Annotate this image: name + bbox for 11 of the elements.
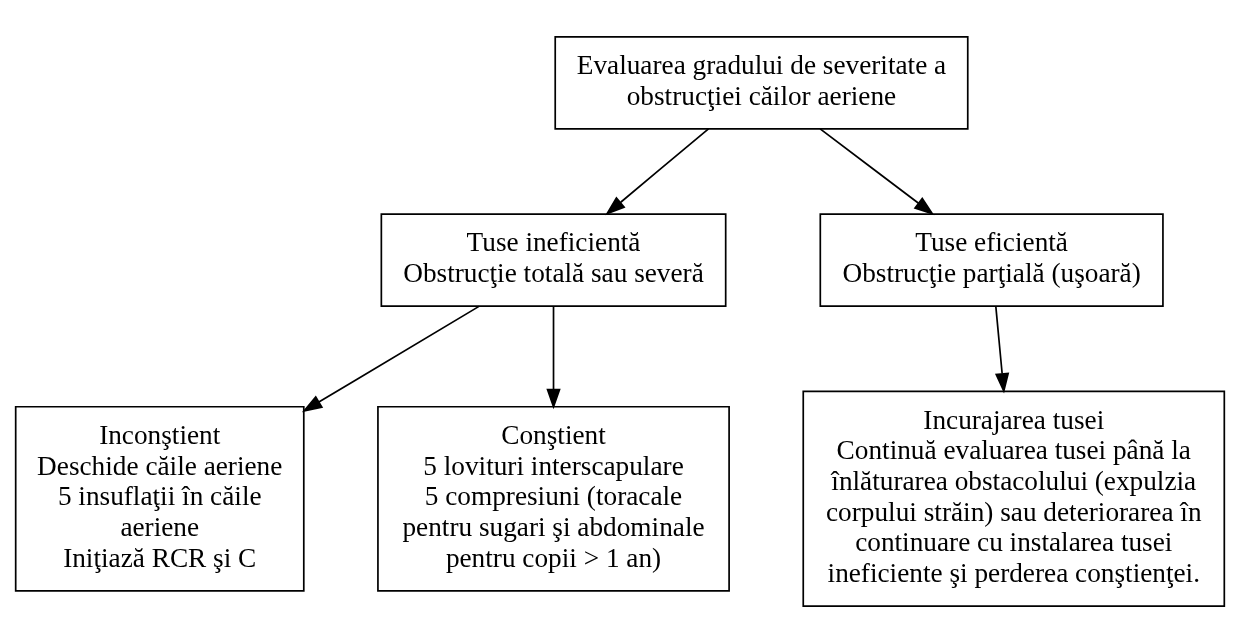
arrow [994,305,1010,394]
arrow [819,128,935,216]
node-box: Evaluarea gradului de severitate a obstrucţiei căilor aeriene [554,35,969,130]
node-box: Conştient 5 lovituri interscapulare 5 compresiuni (toracale pentru sugari şi abdominale pentru copii > 1 an) [377,405,730,592]
arrow [546,305,561,410]
arrow [605,128,710,216]
node-box: Inconştient Deschide căile aeriene 5 insuflaţii în căile aeriene Iniţiază RCR şi C [14,405,305,592]
arrow [301,305,480,413]
node-box: Tuse eficientă Obstrucţie parţială (uşoară) [819,213,1164,307]
node-box: Incurajarea tusei Continuă evaluarea tusei până la înlăturarea obstacolului (expulzia corpului străin) sau deteriorarea în continuare cu instalarea tusei ineficiente şi perderea conştienţei. [802,390,1226,608]
node-box: Tuse ineficientă Obstrucţie totală sau severă [380,213,727,307]
